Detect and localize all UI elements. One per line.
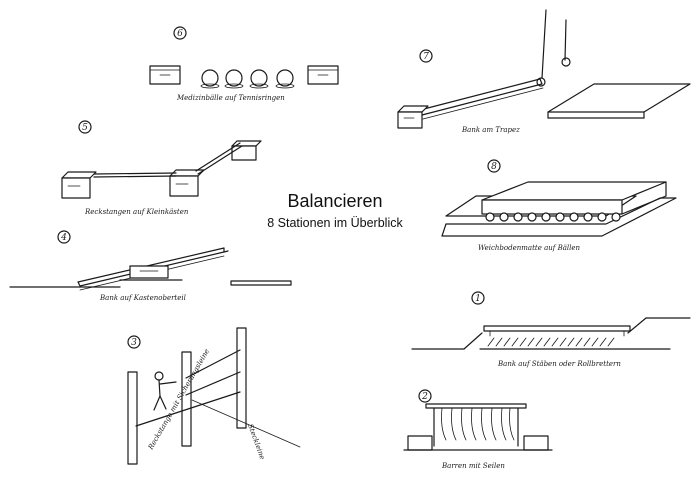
- station-5-box-left: [61, 171, 97, 199]
- station-7-number: 7: [423, 52, 429, 62]
- station-6-caption: Medizinbälle auf Tennisringen: [176, 94, 285, 102]
- station-4: 4 Bank auf Kastenoberteil: [9, 230, 292, 302]
- station-3-figure: [153, 371, 177, 411]
- station-5-box-middle: [169, 169, 205, 197]
- station-3-caption: Reckstange mit Sicherungsleine: [146, 348, 211, 452]
- station-8-number-circle: [487, 159, 501, 173]
- station-2-ropes: [441, 407, 515, 441]
- sheet-subtitle: 8 Stationen im Überblick: [267, 216, 403, 230]
- station-6-box-left: [149, 65, 181, 85]
- station-3-number-circle: [127, 335, 141, 349]
- station-2-caption: Barren mit Seilen: [441, 462, 505, 470]
- station-4-spare-bench: [230, 280, 292, 286]
- station-4-caption: Bank auf Kastenoberteil: [99, 294, 186, 302]
- station-2-bars: [425, 403, 527, 447]
- station-3-bars: [135, 349, 241, 427]
- station-8-number: 8: [491, 162, 497, 172]
- station-8-caption: Weichbodenmatte auf Bällen: [478, 244, 581, 252]
- sheet-title: Balancieren: [287, 191, 382, 211]
- station-5-box-right: [231, 140, 262, 161]
- station-8: 8 Weichbodenmatte auf Bällen: [441, 159, 677, 252]
- station-1: 1: [411, 291, 691, 368]
- station-5-number-circle: [78, 120, 92, 134]
- station-7: 7 Bank am Trapez: [397, 9, 691, 134]
- station-3-note: Steckleine: [246, 423, 266, 461]
- station-5-number: 5: [82, 123, 88, 133]
- station-8-crash-mat: [481, 181, 667, 215]
- station-1-rollers: [487, 337, 615, 347]
- station-6-number-circle: [173, 26, 187, 40]
- station-7-caption: Bank am Trapez: [461, 126, 520, 134]
- station-3: 3 Steckleine Reckstange mit Sicherungsle…: [127, 327, 301, 465]
- station-1-bench: [483, 325, 631, 337]
- station-6-medicine-balls: [200, 69, 295, 89]
- station-1-floor: [411, 317, 691, 350]
- station-4-box-top: [129, 265, 169, 279]
- station-6-box-right: [307, 65, 339, 85]
- station-2: 2 Barren mit Seilen: [403, 389, 553, 470]
- station-4-number-circle: [57, 230, 71, 244]
- station-1-number-circle: [471, 291, 485, 305]
- station-2-boxes: [407, 435, 549, 451]
- station-1-caption: Bank auf Stäben oder Rollbrettern: [497, 360, 621, 368]
- station-1-number: 1: [475, 294, 481, 304]
- station-3-posts: [127, 327, 247, 465]
- station-6: 6 Medizinbälle auf Tennisringen: [149, 26, 339, 102]
- station-7-platform: [547, 83, 691, 119]
- station-2-number-circle: [418, 389, 432, 403]
- station-2-number: 2: [421, 392, 428, 402]
- station-6-number: 6: [177, 29, 183, 39]
- station-5-caption: Reckstangen auf Kleinkästen: [84, 208, 189, 216]
- station-5-bars: [93, 142, 243, 178]
- station-7-trapeze-ropes: [541, 9, 571, 79]
- station-3-safety-line: [191, 399, 301, 448]
- station-7-box: [397, 105, 429, 129]
- station-5: 5 Reckstangen auf Kleinkästen: [61, 120, 262, 216]
- station-7-number-circle: [419, 49, 433, 63]
- station-4-number: 4: [60, 233, 67, 243]
- station-8-balls: [485, 212, 621, 222]
- station-7-bench: [419, 77, 546, 120]
- station-3-number: 3: [131, 338, 137, 348]
